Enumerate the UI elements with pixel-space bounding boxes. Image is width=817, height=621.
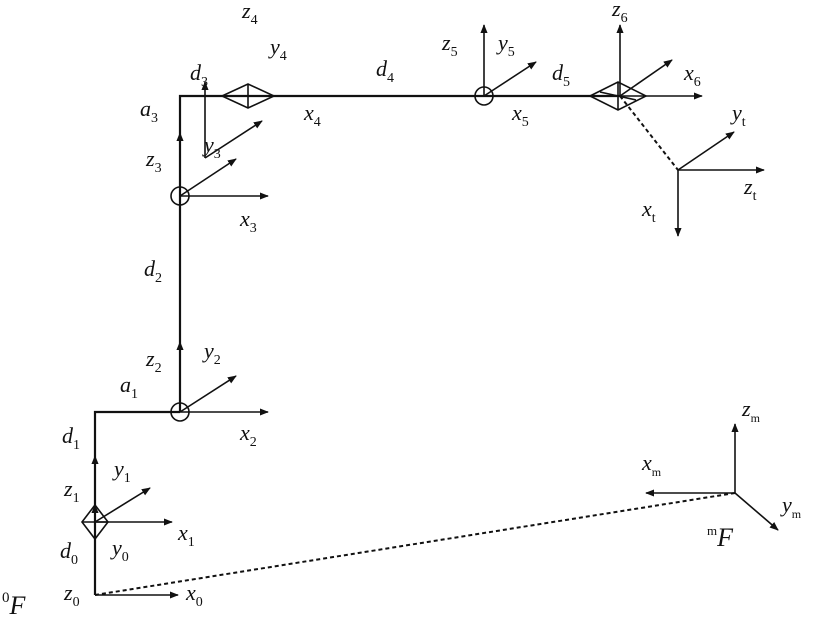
label-zm: zm (741, 396, 761, 425)
label-x1: x1 (177, 520, 195, 550)
label-z2: z2 (145, 346, 162, 376)
y6-axis-arrow (619, 59, 673, 97)
label-a3: a3 (140, 96, 158, 126)
label-Fm: mF (707, 523, 734, 552)
label-xt: xt (641, 196, 656, 226)
label-yt: yt (730, 100, 746, 130)
label-d4: d4 (376, 56, 394, 86)
label-z3: z3 (145, 146, 162, 176)
y2-axis-arrow (179, 375, 237, 413)
label-x2: x2 (239, 420, 257, 450)
label-y2: y2 (202, 338, 221, 368)
label-z1: z1 (63, 476, 80, 506)
label-zt: zt (743, 174, 757, 204)
label-z5: z5 (441, 30, 458, 60)
label-ym: ym (780, 492, 802, 521)
ym-axis-arrow (734, 492, 779, 531)
label-d1: d1 (62, 423, 80, 453)
yt-axis-arrow (677, 131, 735, 171)
label-d2: d2 (144, 256, 162, 286)
label-F0: 0F (2, 590, 27, 620)
y5-axis-arrow (483, 61, 537, 97)
dashed-line-f0-fm (94, 492, 736, 596)
label-z6: z6 (611, 0, 628, 26)
label-x3: x3 (239, 206, 257, 236)
label-z4: z4 (241, 0, 258, 28)
label-z0: z0 (63, 580, 80, 610)
label-x5: x5 (511, 100, 529, 130)
label-y0: y0 (110, 535, 129, 565)
link-a1-to-a3 (178, 94, 620, 412)
label-y1: y1 (112, 456, 131, 486)
y4-axis-arrow (204, 120, 263, 159)
label-xm: xm (641, 450, 662, 479)
link-base-to-a1 (93, 410, 180, 595)
label-d5: d5 (552, 60, 570, 90)
label-d3: d3 (190, 60, 208, 90)
label-y4: y4 (268, 34, 287, 64)
label-y5: y5 (496, 30, 515, 60)
dashed-line-joint6-tool (619, 95, 679, 171)
label-a1: a1 (120, 372, 138, 402)
label-x0: x0 (185, 580, 203, 610)
label-d0: d0 (60, 538, 78, 568)
y1-axis-arrow (94, 487, 151, 523)
label-y3: y3 (202, 132, 221, 162)
label-x4: x4 (303, 100, 321, 130)
y3-axis-arrow (179, 158, 237, 197)
prismatic-joint-4 (220, 83, 276, 109)
label-x6: x6 (683, 60, 701, 90)
